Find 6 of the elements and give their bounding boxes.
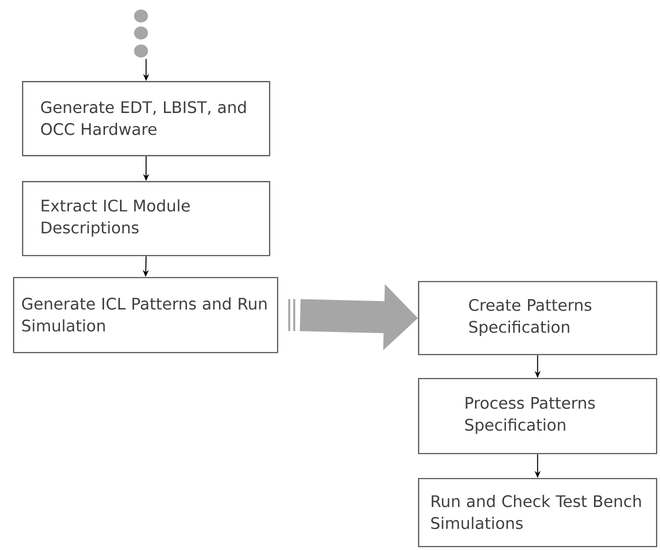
process-box: Extract ICL Module Descriptions	[22, 181, 270, 256]
process-box: Process Patterns Specification	[418, 378, 658, 454]
process-box: Run and Check Test Bench Simulations	[418, 478, 658, 548]
process-box: Generate ICL Patterns and Run Simulation	[13, 276, 278, 354]
process-box: Create Patterns Specification	[418, 280, 658, 356]
process-box: Generate EDT, LBIST, and OCC Hardware	[22, 81, 270, 156]
